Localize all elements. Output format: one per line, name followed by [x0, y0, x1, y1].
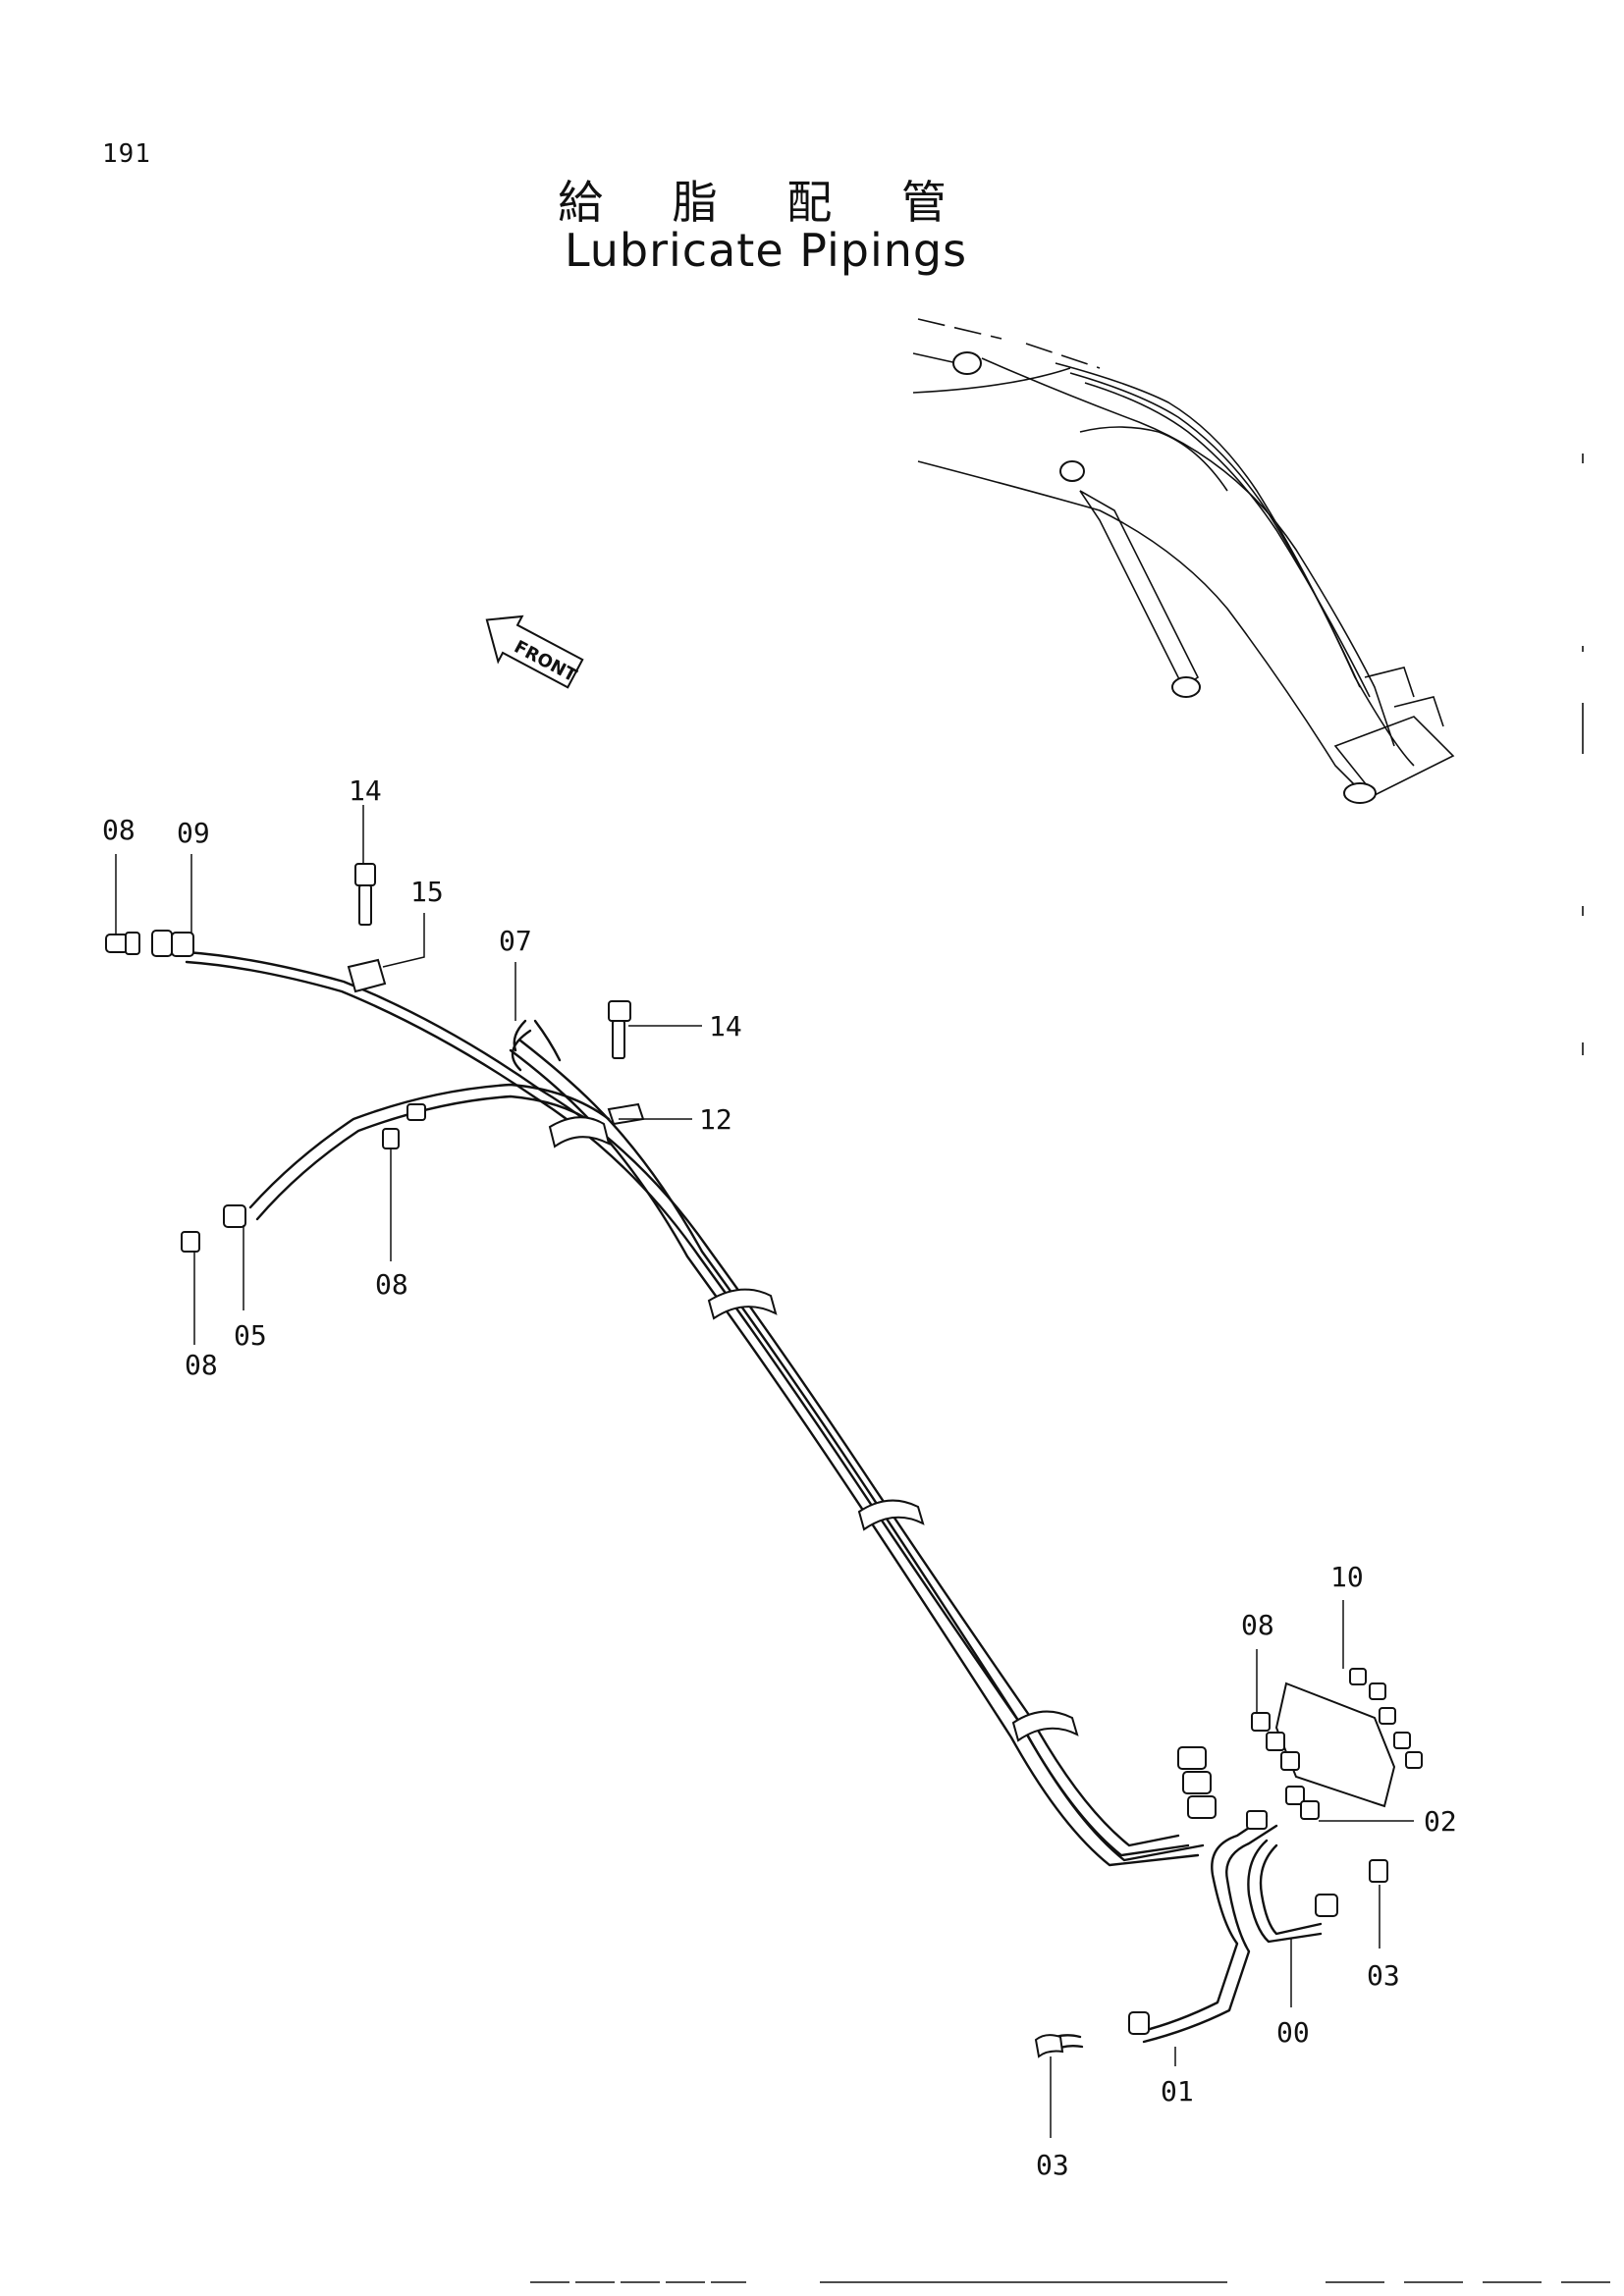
boom-end-pin-icon — [1343, 782, 1377, 804]
callout-09: 09 — [177, 817, 210, 849]
clamp-group — [347, 958, 1079, 1742]
cylinder-pin-icon — [1059, 460, 1085, 482]
bolt-14a-head-icon — [354, 863, 376, 886]
clamp-15-icon — [347, 958, 387, 993]
leader-lines — [115, 805, 1414, 2138]
callout-08b: 08 — [375, 1268, 408, 1301]
pipe-bundle — [185, 950, 1323, 2054]
grease-nipple-08d-icon — [1251, 1712, 1271, 1732]
callout-03a: 03 — [1367, 1959, 1400, 1992]
fittings — [105, 863, 1423, 2058]
callout-15: 15 — [410, 876, 444, 908]
callouts: 08 09 14 15 07 14 12 08 05 08 10 08 02 0… — [102, 774, 1457, 2181]
callout-14a: 14 — [349, 774, 382, 807]
boom-overview-inset — [912, 318, 1584, 1055]
callout-05: 05 — [234, 1319, 267, 1352]
callout-14b: 14 — [709, 1010, 742, 1042]
callout-10: 10 — [1330, 1561, 1364, 1593]
front-direction-arrow: FRONT — [485, 614, 584, 689]
callout-01: 01 — [1161, 2075, 1194, 2108]
clamp-icon — [707, 1288, 778, 1320]
distributor-block-icon — [1274, 1682, 1396, 1808]
clamp-icon — [857, 1499, 925, 1531]
elbow-03a-icon — [1369, 1859, 1388, 1883]
cylinder-rod-end-icon — [1171, 676, 1201, 698]
callout-07: 07 — [499, 925, 532, 957]
clamp-12-icon — [548, 1116, 611, 1148]
page-title-japanese: 給 脂 配 管 — [558, 176, 974, 229]
callout-12: 12 — [699, 1103, 732, 1136]
fitting-02-icon — [1300, 1800, 1320, 1820]
grease-nipple-08-icon — [105, 934, 129, 953]
hose-fitting-09-icon — [151, 930, 173, 957]
grease-nipple-10-icon — [1349, 1668, 1367, 1685]
grease-nipple-08c-icon — [181, 1231, 200, 1253]
page-title-english: Lubricate Pipings — [564, 224, 968, 277]
elbow-03b-icon — [1034, 2034, 1064, 2058]
page-number: 191 — [102, 139, 151, 169]
callout-00: 00 — [1276, 2016, 1310, 2049]
callout-08a: 08 — [102, 814, 135, 846]
hose-fitting-05-icon — [223, 1204, 246, 1228]
clamp-icon — [1011, 1710, 1079, 1742]
callout-02: 02 — [1424, 1805, 1457, 1838]
bolt-14b-head-icon — [608, 1000, 631, 1022]
callout-03b: 03 — [1036, 2149, 1069, 2181]
callout-08d: 08 — [1241, 1609, 1274, 1641]
boom-foot-pin-icon — [952, 351, 982, 375]
callout-08c: 08 — [185, 1349, 218, 1381]
grease-nipple-08b-icon — [406, 1103, 426, 1121]
